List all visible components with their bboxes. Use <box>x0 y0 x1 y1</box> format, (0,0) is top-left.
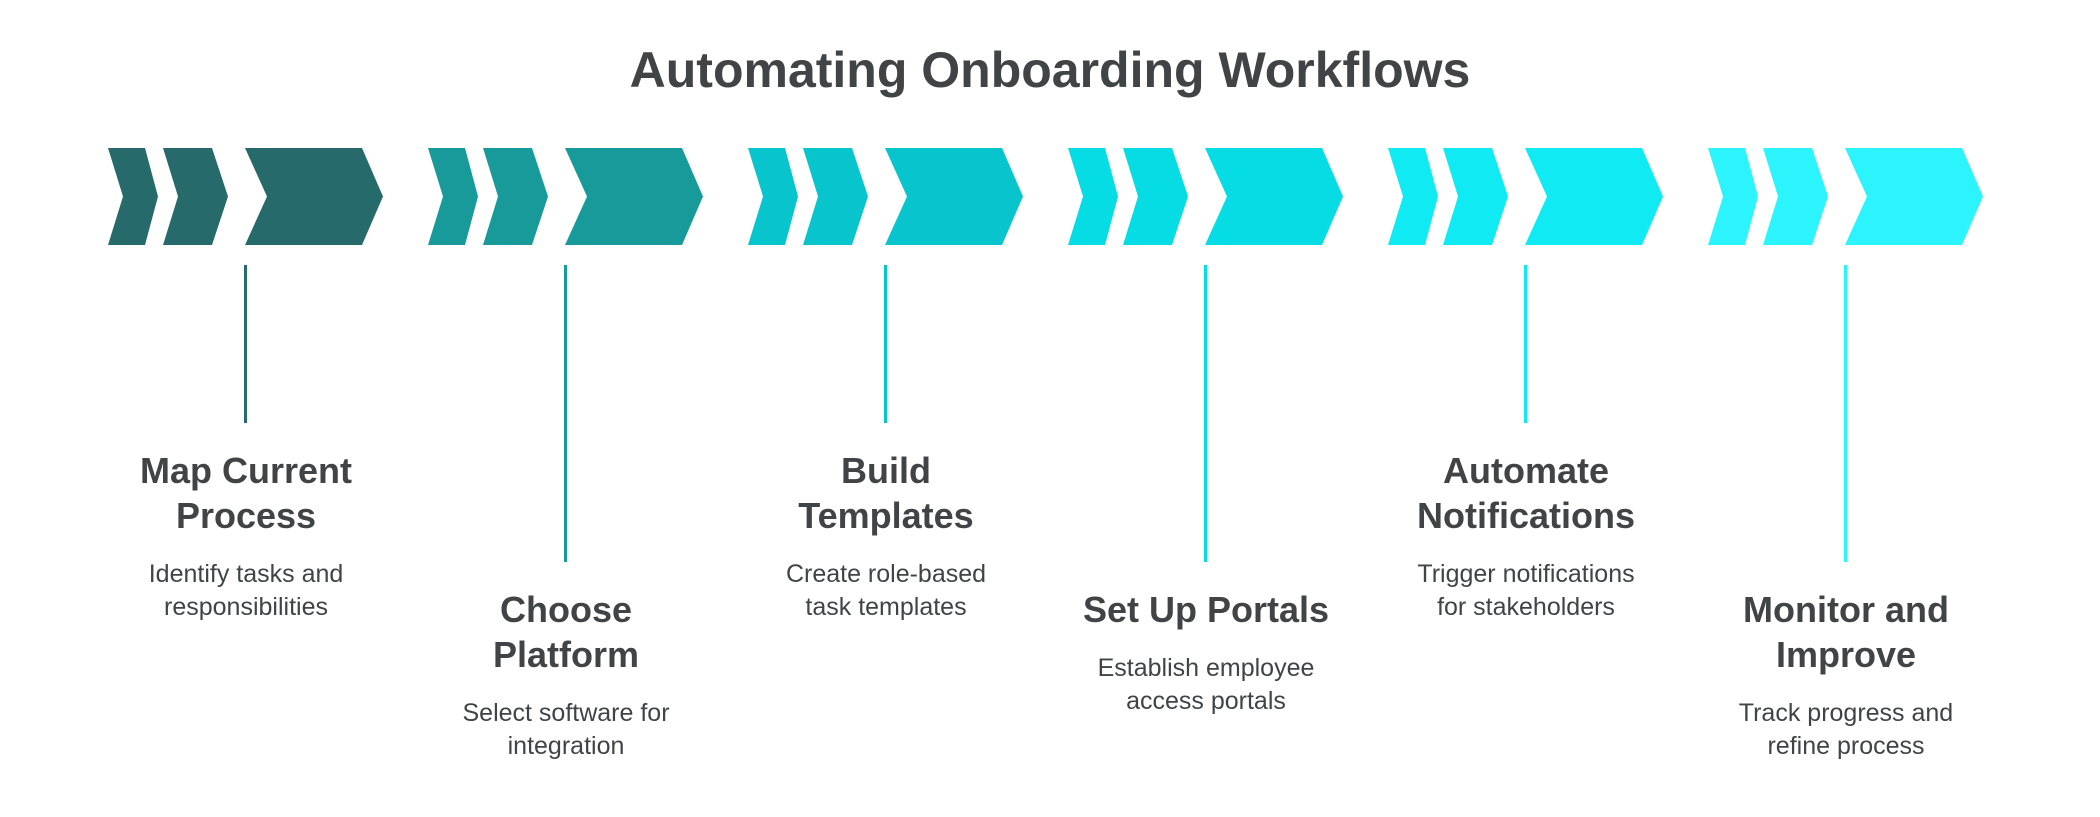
step-text: Set Up Portals Establish employee access… <box>1046 587 1366 718</box>
step-description: Track progress and refine process <box>1738 699 1954 760</box>
chevron-small-icon <box>1388 148 1438 245</box>
chevron-large-icon <box>1525 148 1663 245</box>
triple-chevron-icon <box>1388 148 1663 245</box>
triple-chevron-icon <box>108 148 383 245</box>
step-description: Identify tasks and responsibilities <box>148 560 344 621</box>
chevron-medium-icon <box>483 148 548 245</box>
step-description: Create role-based task templates <box>785 560 987 621</box>
step-title: Choose Platform <box>492 589 640 675</box>
step-text: Map Current Process Identify tasks and r… <box>86 448 406 624</box>
triple-chevron-icon <box>748 148 1023 245</box>
step-text: Choose Platform Select software for inte… <box>406 587 726 763</box>
connector-line <box>244 265 247 423</box>
connector-line <box>1204 265 1207 562</box>
page-title: Automating Onboarding Workflows <box>629 42 1471 98</box>
step-title: Automate Notifications <box>1416 450 1635 536</box>
chevron-large-icon <box>1845 148 1983 245</box>
chevron-large-icon <box>565 148 703 245</box>
triple-chevron-icon <box>1708 148 1983 245</box>
step-description: Establish employee access portals <box>1097 654 1315 715</box>
step-text: Monitor and Improve Track progress and r… <box>1686 587 2006 763</box>
chevron-small-icon <box>748 148 798 245</box>
step-title: Map Current Process <box>139 450 352 536</box>
connector-line <box>884 265 887 423</box>
step-description: Select software for integration <box>462 699 670 760</box>
connector-line <box>564 265 567 562</box>
step-title: Set Up Portals <box>1082 589 1330 630</box>
chevron-medium-icon <box>1443 148 1508 245</box>
connector-line <box>1524 265 1527 423</box>
step-description: Trigger notifications for stakeholders <box>1417 560 1635 621</box>
chevron-large-icon <box>245 148 383 245</box>
step-title: Build Templates <box>798 450 974 536</box>
chevron-small-icon <box>108 148 158 245</box>
step-text: Automate Notifications Trigger notificat… <box>1366 448 1686 624</box>
chevron-small-icon <box>1068 148 1118 245</box>
chevron-small-icon <box>1708 148 1758 245</box>
chevron-large-icon <box>885 148 1023 245</box>
triple-chevron-icon <box>1068 148 1343 245</box>
triple-chevron-icon <box>428 148 703 245</box>
chevron-small-icon <box>428 148 478 245</box>
step-title: Monitor and Improve <box>1743 589 1949 675</box>
chevron-medium-icon <box>803 148 868 245</box>
chevron-medium-icon <box>1123 148 1188 245</box>
connector-line <box>1844 265 1847 562</box>
chevron-medium-icon <box>163 148 228 245</box>
chevron-medium-icon <box>1763 148 1828 245</box>
step-text: Build Templates Create role-based task t… <box>726 448 1046 624</box>
chevron-large-icon <box>1205 148 1343 245</box>
